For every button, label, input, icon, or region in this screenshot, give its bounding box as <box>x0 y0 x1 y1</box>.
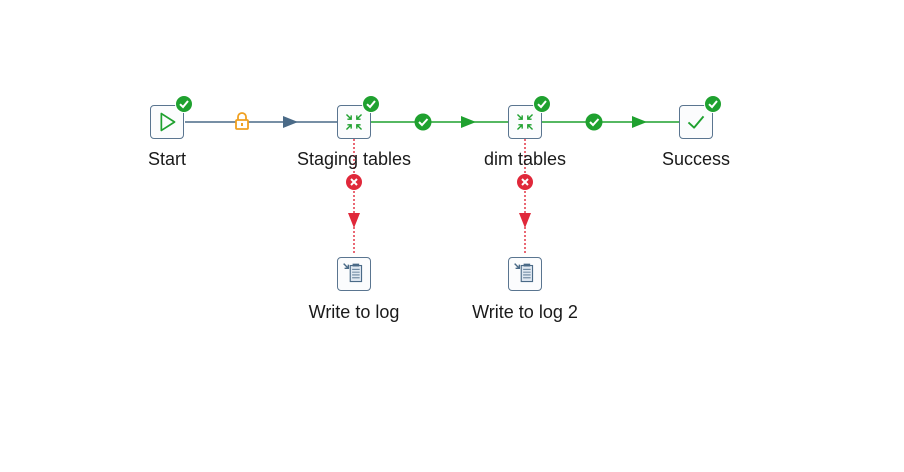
node-write-to-log[interactable] <box>337 257 371 291</box>
node-label-staging: Staging tables <box>296 149 412 169</box>
node-label-dim: dim tables <box>483 149 567 169</box>
hop-success-check-icon <box>414 113 432 131</box>
status-success-icon <box>704 95 722 113</box>
hop-staging-dim[interactable] <box>371 116 508 128</box>
node-label-log1: Write to log <box>308 302 400 322</box>
lock-icon <box>235 112 249 130</box>
error-icon <box>346 174 362 190</box>
check-icon <box>687 115 705 129</box>
play-icon <box>160 112 176 132</box>
status-success-icon <box>533 95 551 113</box>
transform-icon <box>345 113 363 131</box>
status-success-icon <box>175 95 193 113</box>
node-label-log2: Write to log 2 <box>472 302 578 322</box>
hop-start-staging[interactable] <box>185 116 337 128</box>
node-label-start: Start <box>147 149 187 169</box>
log-icon <box>343 263 363 283</box>
hop-success-check-icon <box>585 113 603 131</box>
hop-dim-success[interactable] <box>542 116 679 128</box>
log-icon <box>514 263 534 283</box>
status-success-icon <box>362 95 380 113</box>
hop-dim-log2[interactable] <box>519 139 531 255</box>
transform-icon <box>516 113 534 131</box>
error-icon <box>517 174 533 190</box>
node-label-success: Success <box>661 149 731 169</box>
node-write-to-log-2[interactable] <box>508 257 542 291</box>
hop-staging-log1[interactable] <box>348 139 360 255</box>
